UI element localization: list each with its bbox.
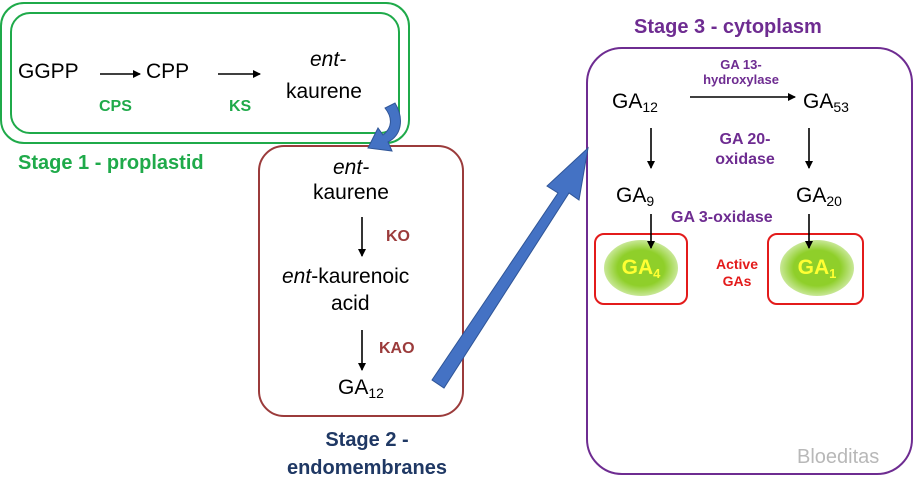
enzyme-cps: CPS: [99, 98, 132, 115]
active-gas-label: Active GAs: [715, 256, 759, 289]
ga1-active-box: [767, 233, 864, 305]
ggpp-label: GGPP: [18, 60, 79, 83]
stage2-ent-prefix: ent-: [333, 156, 370, 179]
stage1-to-stage2-arrow: [367, 102, 401, 152]
stage3-ga12-label: GA12: [612, 90, 658, 115]
ga1-glow: GA1: [780, 240, 854, 296]
stage2-box: [258, 145, 464, 417]
stage1-title: Stage 1 - proplastid: [18, 152, 204, 174]
ga53-label: GA53: [803, 90, 849, 115]
cpp-label: CPP: [146, 60, 190, 83]
stage2-ga12-label: GA12: [338, 376, 384, 401]
enzyme-ga3-oxidase: GA 3-oxidase: [671, 209, 773, 226]
stage1-kaurene-label: kaurene: [286, 80, 362, 103]
ga1-label: GA1: [797, 256, 837, 281]
enzyme-ga20-oxidase: GA 20- oxidase: [715, 131, 775, 168]
ga4-active-box: [594, 233, 688, 305]
enzyme-ga13-hydroxylase: GA 13- hydroxylase: [703, 57, 779, 87]
kaurenoic-acid-label-line2: acid: [331, 292, 370, 315]
stage2-to-stage3-arrow: [431, 146, 589, 389]
ga9-label: GA9: [616, 184, 655, 209]
enzyme-ko: KO: [386, 228, 410, 245]
stage1-outer-box: [0, 2, 410, 144]
stage3-box: [586, 47, 913, 475]
ga4-label: GA4: [621, 256, 661, 281]
kaurenoic-acid-label-line1: ent-kaurenoic: [282, 265, 410, 288]
stage2-title: Stage 2 - endomembranes: [286, 429, 448, 479]
enzyme-kao: KAO: [379, 340, 415, 357]
enzyme-ks: KS: [229, 98, 252, 115]
stage1-inner-box: [10, 12, 400, 134]
stage3-title: Stage 3 - cytoplasm: [634, 16, 822, 38]
ga20-label: GA20: [796, 184, 842, 209]
stage1-ent-prefix: ent-: [310, 48, 347, 71]
stage2-kaurene-label: kaurene: [313, 181, 389, 204]
watermark: Bloeditas: [797, 446, 880, 468]
ga4-glow: GA4: [604, 240, 678, 296]
